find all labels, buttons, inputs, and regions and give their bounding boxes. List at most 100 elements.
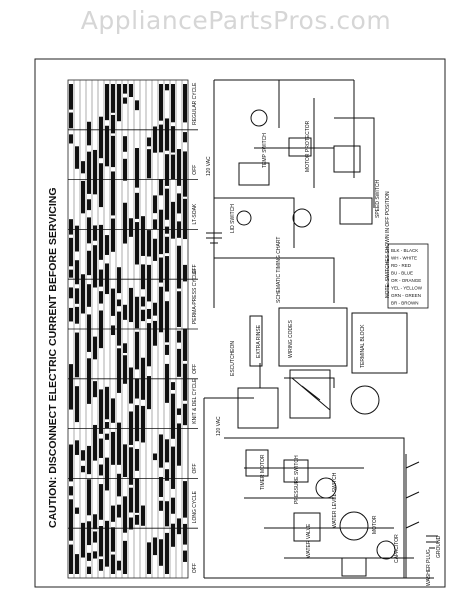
chart-contact-bar: [117, 299, 121, 307]
legend-row: BLK - BLACK: [391, 248, 418, 253]
chart-contact-bar: [153, 126, 157, 153]
chart-contact-bar: [129, 487, 133, 513]
chart-contact-bar: [117, 348, 121, 393]
chart-contact-bar: [111, 135, 115, 168]
chart-contact-bar: [123, 540, 127, 574]
chart-contact-bar: [165, 154, 169, 186]
lid-switch-label: LID SWITCH: [230, 204, 236, 233]
chart-contact-bar: [93, 225, 97, 241]
chart-contact-bar: [165, 118, 169, 151]
chart-contact-bar: [99, 526, 103, 557]
chart-contact-bar: [87, 151, 91, 194]
wiring-diagram-document: CAUTION: DISCONNECT ELECTRIC CURRENT BEF…: [34, 58, 446, 588]
chart-contact-bar: [93, 381, 97, 398]
chart-contact-bar: [159, 500, 163, 511]
chart-contact-bar: [111, 505, 115, 522]
chart-contact-bar: [171, 154, 175, 180]
chart-contact-bar: [87, 121, 91, 146]
chart-contact-bar: [183, 328, 187, 361]
chart-contact-bar: [177, 193, 181, 214]
supply-120b-label: 120 VAC: [216, 416, 222, 436]
chart-contact-bar: [165, 501, 169, 527]
chart-contact-bar: [153, 238, 157, 261]
chart-contact-bar: [147, 149, 151, 179]
chart-contact-bar: [135, 222, 139, 265]
chart-contact-bar: [165, 256, 169, 292]
chart-contact-bar: [129, 447, 133, 485]
chart-contact-bar: [147, 308, 151, 319]
chart-contact-bar: [75, 225, 79, 252]
chart-contact-bar: [123, 343, 127, 354]
timing-chart-rows: [68, 80, 198, 578]
chart-contact-bar: [111, 554, 115, 574]
chart-contact-bar: [135, 296, 139, 329]
escutcheon-label: ESCUTCHEON: [230, 341, 236, 376]
chart-contact-bar: [177, 423, 181, 466]
legend-row: BU - BLUE: [391, 271, 413, 276]
chart-contact-bar: [177, 221, 181, 238]
chart-contact-bar: [141, 309, 145, 322]
chart-contact-bar: [183, 151, 187, 197]
chart-contact-bar: [81, 180, 85, 214]
wiring-diagram-svg: CAUTION: DISCONNECT ELECTRIC CURRENT BEF…: [34, 58, 446, 588]
chart-contact-bar: [99, 163, 103, 208]
chart-contact-bar: [75, 332, 79, 378]
cycle-header: LONG CYCLE: [192, 490, 198, 523]
motor-label: MOTOR: [372, 515, 378, 534]
chart-contact-bar: [87, 250, 91, 276]
chart-contact-bar: [171, 497, 175, 514]
chart-contact-bar: [87, 284, 91, 307]
chart-contact-bar: [87, 521, 91, 546]
chart-contact-bar: [105, 125, 109, 167]
chart-contact-bar: [123, 355, 127, 384]
chart-contact-bar: [87, 445, 91, 475]
chart-contact-bar: [177, 348, 181, 377]
chart-contact-bar: [81, 161, 85, 174]
chart-contact-bar: [75, 507, 79, 514]
chart-contact-bar: [105, 457, 109, 491]
chart-contact-bar: [135, 100, 139, 111]
chart-contact-bar: [123, 97, 127, 104]
chart-contact-bar: [153, 219, 157, 230]
water-level-switch-label: WATER LEVEL SWITCH: [332, 472, 338, 528]
chart-contact-bar: [159, 209, 163, 255]
chart-contact-bar: [111, 171, 115, 216]
chart-contact-bar: [165, 344, 169, 355]
chart-contact-bar: [81, 450, 85, 461]
cycle-header: OFF: [192, 364, 198, 374]
chart-contact-bar: [141, 405, 145, 443]
chart-contact-bar: [81, 274, 85, 314]
chart-contact-bar: [99, 310, 103, 349]
extra-rinse-label: EXTRA RINSE: [256, 324, 262, 358]
chart-contact-bar: [171, 84, 175, 123]
chart-contact-bar: [147, 542, 151, 574]
chart-contact-bar: [111, 431, 115, 465]
chart-contact-bar: [183, 403, 187, 426]
chart-contact-bar: [105, 84, 109, 121]
chart-contact-bar: [141, 505, 145, 526]
chart-contact-bar: [87, 566, 91, 574]
chart-contact-bar: [111, 325, 115, 336]
chart-contact-bar: [87, 358, 91, 404]
motor-protector-label: MOTOR PROTECTOR: [305, 120, 311, 172]
chart-contact-bar: [105, 422, 109, 429]
legend-row: YEL - YELLOW: [391, 286, 423, 291]
chart-contact-bar: [69, 112, 73, 129]
watermark-text: AppliancePartsPros.com: [80, 6, 392, 35]
chart-contact-bar: [111, 398, 115, 423]
terminal-block-label: TERMINAL BLOCK: [360, 324, 366, 368]
chart-contact-bar: [135, 478, 139, 513]
supply-120-label: 120 VAC: [206, 156, 212, 176]
chart-contact-bar: [75, 146, 79, 169]
chart-contact-bar: [105, 263, 109, 295]
chart-contact-bar: [147, 230, 151, 257]
chart-contact-bar: [129, 218, 133, 237]
chart-contact-bar: [117, 473, 121, 497]
chart-contact-bar: [117, 311, 121, 346]
chart-contact-bar: [171, 523, 175, 547]
chart-contact-bar: [129, 287, 133, 323]
chart-contact-bar: [87, 479, 91, 516]
chart-contact-bar: [153, 302, 157, 316]
